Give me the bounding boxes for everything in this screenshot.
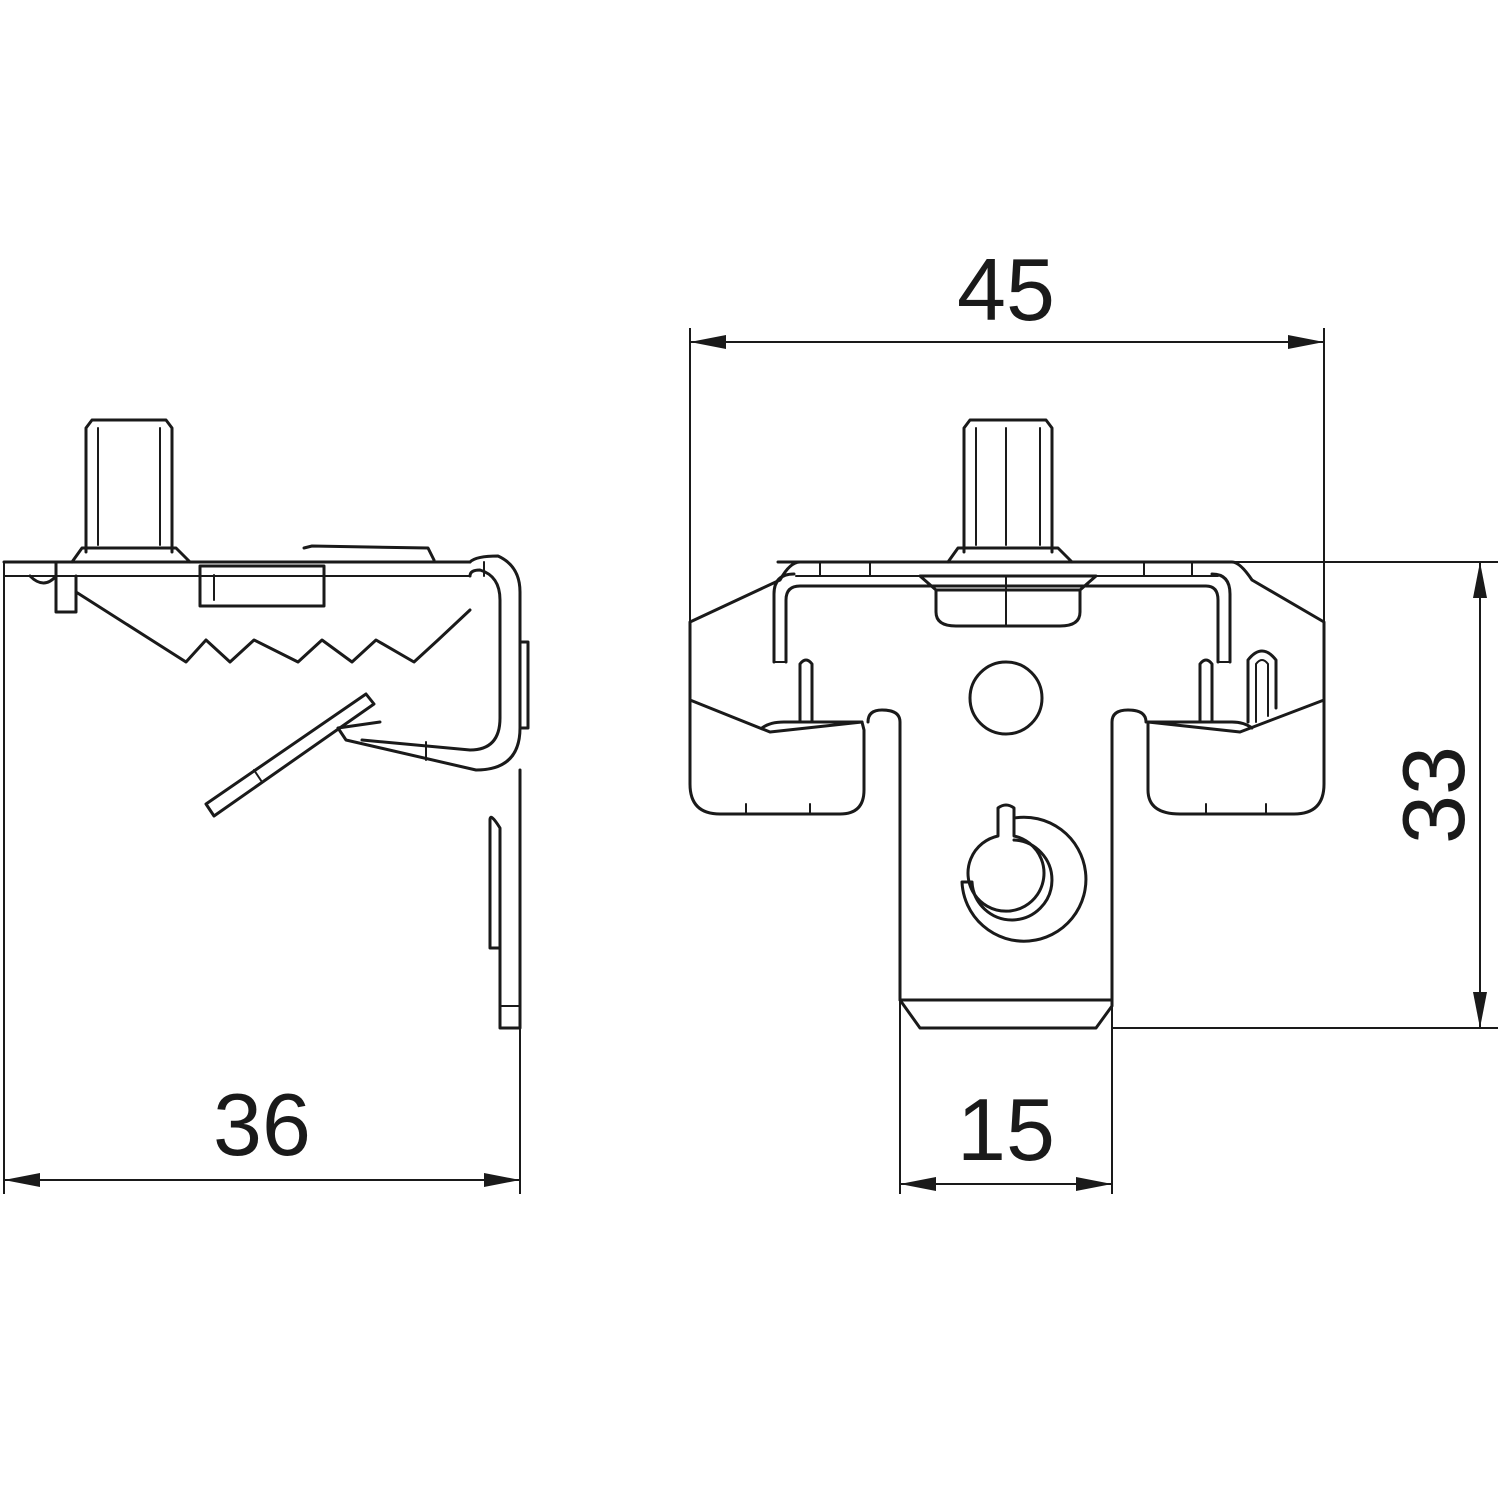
dimension-label-15: 15 xyxy=(957,1080,1055,1179)
front-washer xyxy=(918,574,1098,628)
keyhole-slot xyxy=(966,803,1046,913)
dimension-36: 36 xyxy=(4,1075,520,1187)
front-pins xyxy=(798,649,1278,724)
dimension-15: 15 xyxy=(900,1080,1112,1191)
dimension-label-36: 36 xyxy=(213,1075,311,1174)
front-foot-right xyxy=(1146,698,1326,816)
side-plate xyxy=(2,544,530,1030)
front-stud xyxy=(946,418,1074,564)
side-stud xyxy=(70,418,192,564)
front-plate xyxy=(688,560,1326,734)
dimension-33: 33 xyxy=(1384,562,1487,1028)
dimension-label-33: 33 xyxy=(1384,746,1483,844)
front-foot-left xyxy=(688,698,866,816)
dimension-45: 45 xyxy=(690,240,1324,349)
front-view xyxy=(688,328,1498,1194)
dimension-label-45: 45 xyxy=(957,240,1055,339)
front-tongue xyxy=(866,660,1148,1030)
side-view xyxy=(2,418,530,1194)
keyhole-ring xyxy=(960,815,1088,943)
round-hole xyxy=(968,660,1044,736)
